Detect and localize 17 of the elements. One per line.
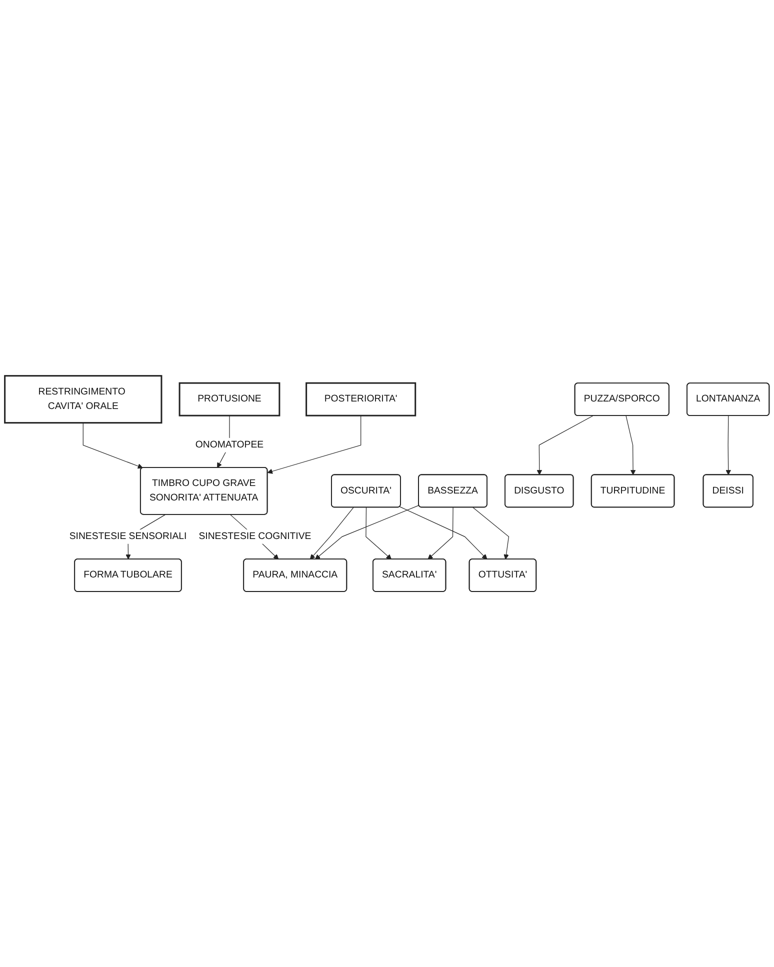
node-box: POSTERIORITA' — [306, 382, 416, 416]
arrow — [726, 415, 731, 475]
arrow — [428, 507, 454, 560]
node-box: RESTRINGIMENTO CAVITA' ORALE — [4, 374, 162, 424]
edge-label: SINESTESIE SENSORIALI — [69, 531, 187, 542]
arrow — [315, 504, 420, 560]
arrow — [366, 507, 392, 560]
arrow — [267, 415, 362, 474]
edge-label: ONOMATOPEE — [195, 440, 264, 450]
node-box: PROTUSIONE — [178, 382, 280, 416]
arrow — [399, 506, 488, 560]
arrow — [472, 507, 510, 560]
arrow — [310, 507, 354, 560]
arrow — [536, 415, 594, 475]
arrow — [82, 422, 143, 468]
arrow — [626, 415, 636, 475]
edge-label: SINESTESIE COGNITIVE — [198, 531, 312, 542]
